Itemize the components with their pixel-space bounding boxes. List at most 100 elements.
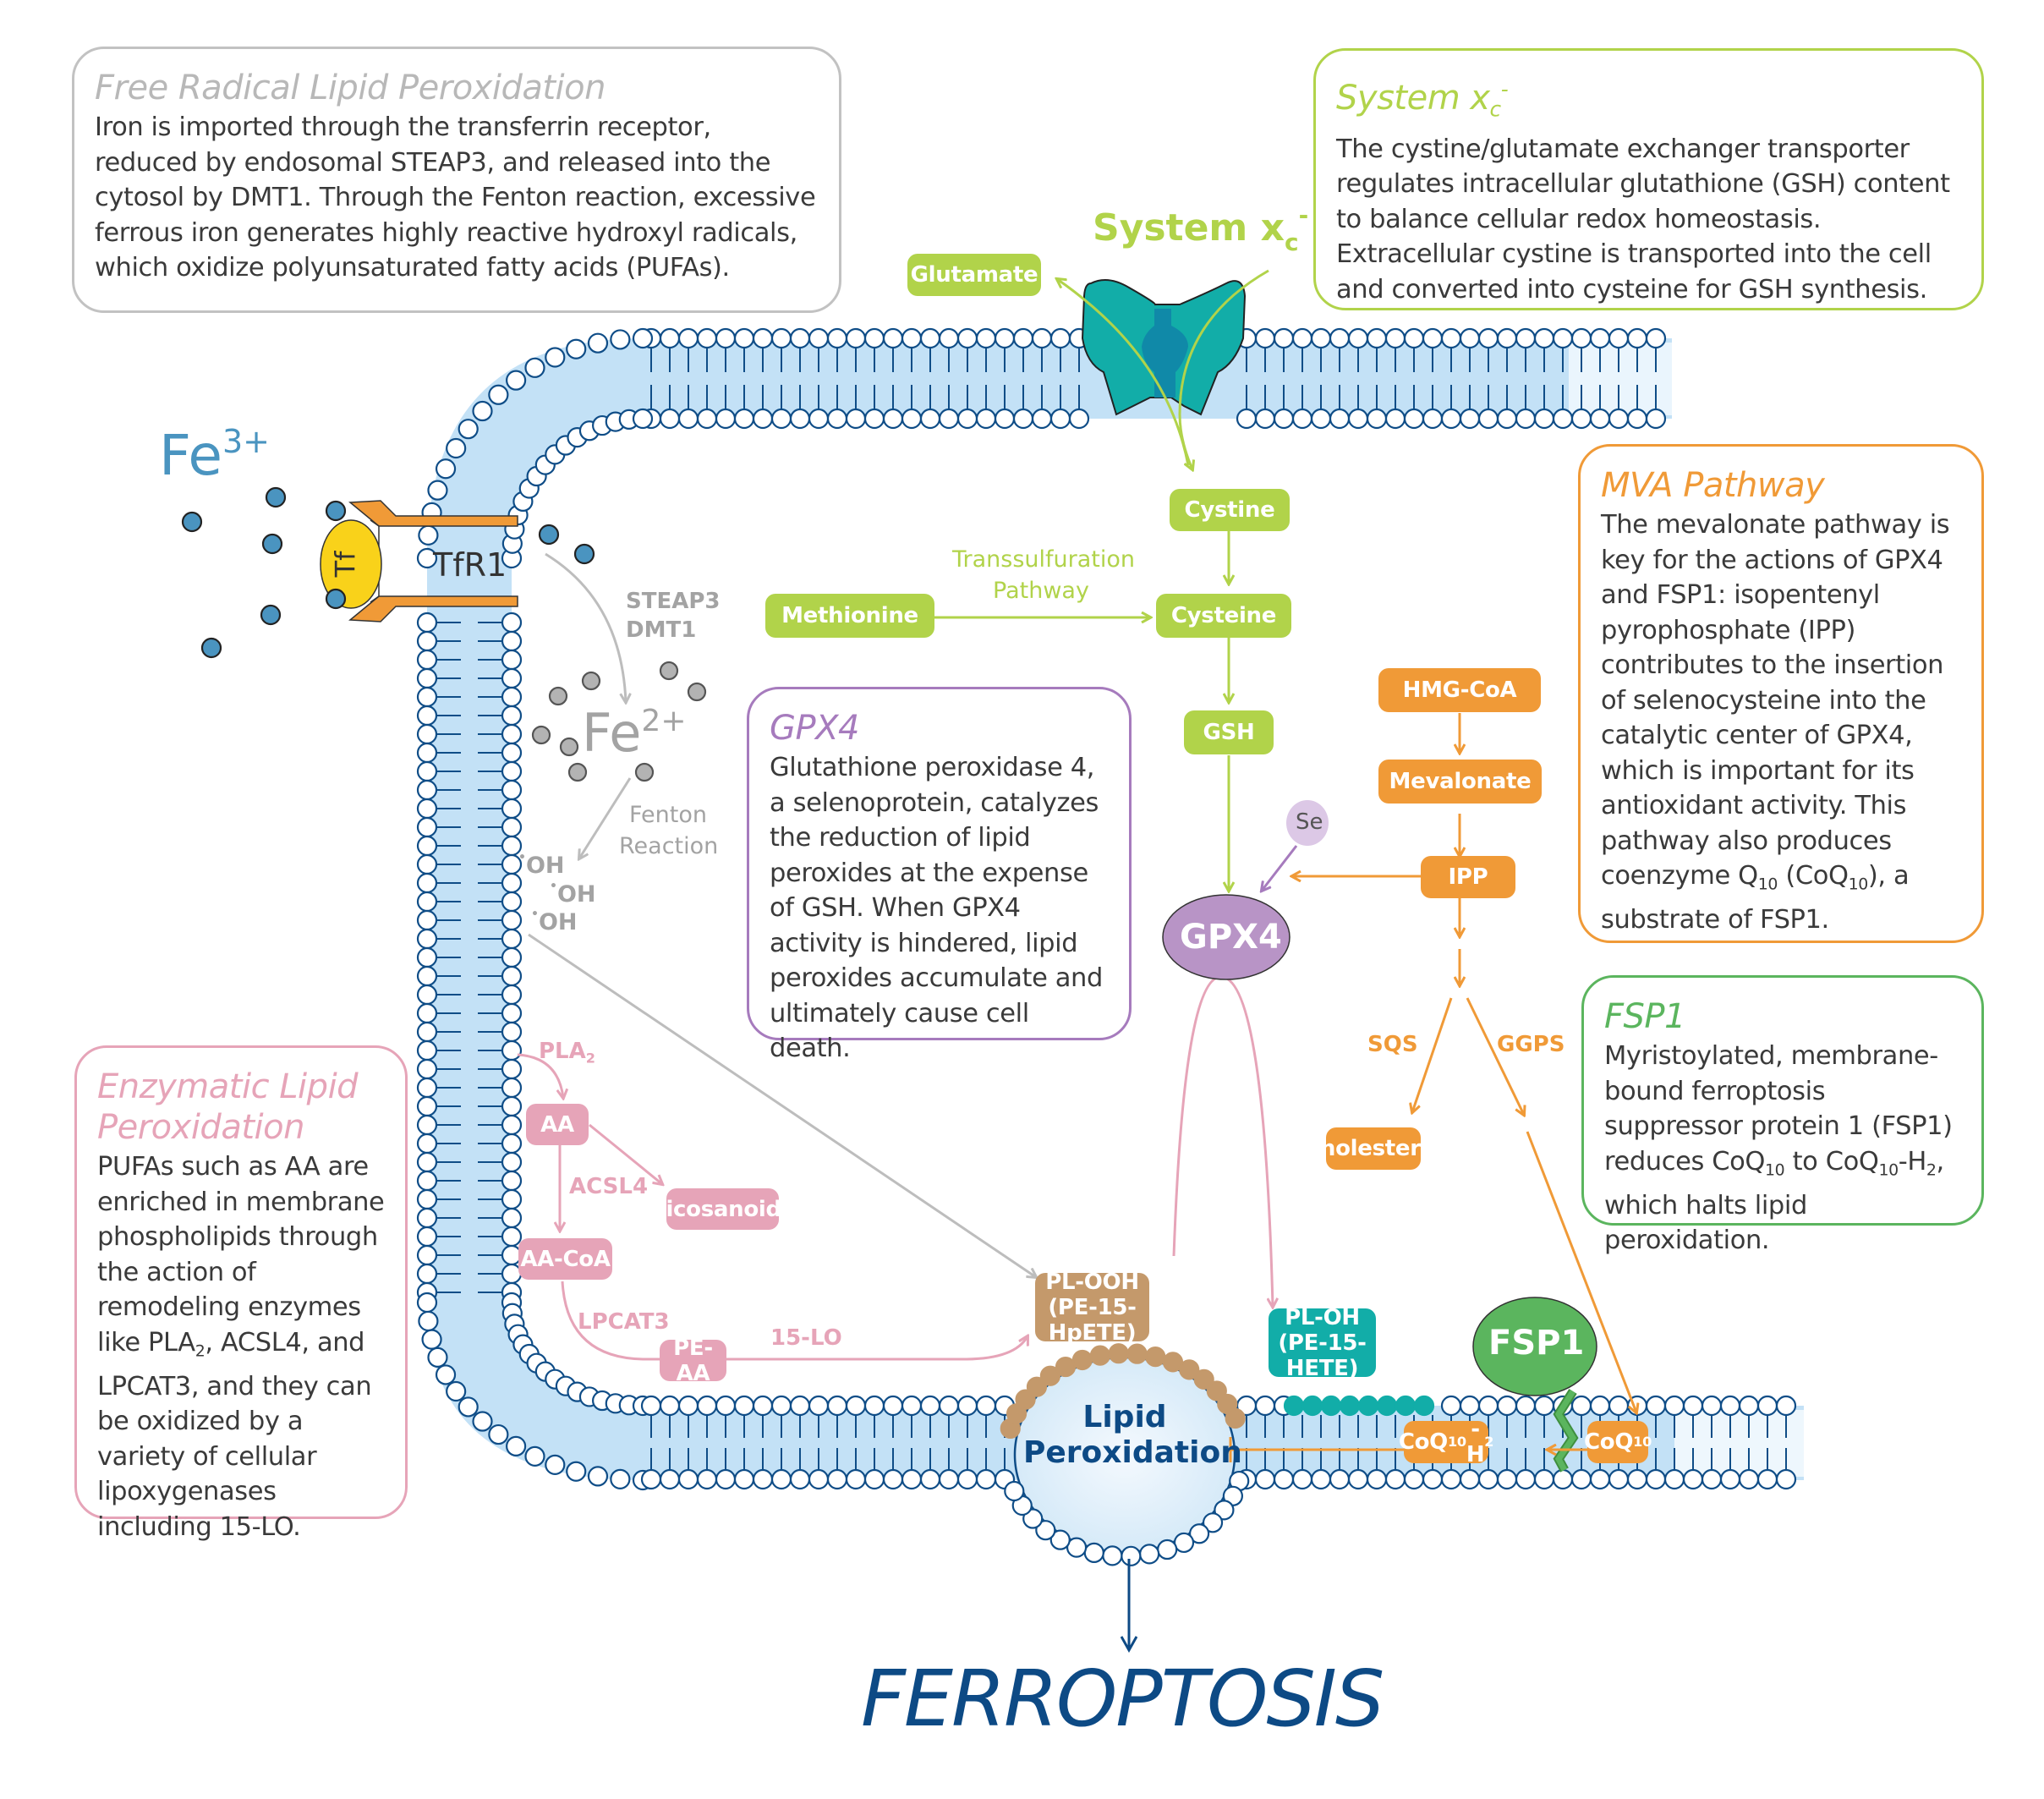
lipid-head bbox=[863, 1395, 885, 1417]
lipid-head bbox=[1291, 327, 1313, 349]
lipid-head bbox=[472, 1411, 493, 1432]
lipid-head bbox=[715, 408, 737, 430]
peaa-to-plooh-arrow bbox=[726, 1336, 1027, 1361]
lipid-head bbox=[416, 946, 438, 968]
lipid-head bbox=[1533, 327, 1555, 349]
lipid-head bbox=[435, 1364, 457, 1385]
lipid-head bbox=[1589, 327, 1611, 349]
gpx4-node-label: GPX4 bbox=[1180, 918, 1282, 957]
15-lo-label: 15-LO bbox=[770, 1325, 842, 1351]
lipid-head bbox=[1366, 408, 1388, 430]
ferric-iron-ion bbox=[260, 604, 282, 626]
cholesterol-node: Cholesterol bbox=[1304, 1127, 1443, 1170]
transsulfuration-label-1: Transsulfuration bbox=[952, 546, 1136, 573]
pl-oh-label: PL-OH bbox=[1285, 1304, 1360, 1330]
oxidized-lipid-head bbox=[1162, 1352, 1184, 1373]
lipid-head bbox=[416, 1058, 438, 1080]
lipid-head bbox=[1291, 1468, 1313, 1490]
lipid-head bbox=[1022, 1508, 1044, 1529]
system-xc-label-main: System x bbox=[1093, 206, 1285, 250]
coq10-main: CoQ bbox=[1584, 1429, 1634, 1455]
membrane-fade-top bbox=[1569, 343, 1672, 415]
lipid-head bbox=[808, 1468, 830, 1490]
reduced-lipid-head bbox=[1320, 1395, 1342, 1417]
lipid-head bbox=[752, 408, 774, 430]
reduced-lipid-head bbox=[1283, 1395, 1305, 1417]
lipid-head bbox=[1496, 408, 1518, 430]
enzymatic-body: PUFAs such as AA are enriched in membran… bbox=[97, 1149, 385, 1544]
lipid-head bbox=[501, 1226, 523, 1248]
gpx4-reduction-arrow bbox=[1172, 975, 1273, 1307]
lipid-head bbox=[938, 1395, 960, 1417]
lipid-head bbox=[416, 1207, 438, 1229]
lipid-head bbox=[416, 1095, 438, 1117]
ferric-iron-ion bbox=[261, 533, 283, 555]
lipid-head bbox=[1384, 1468, 1406, 1490]
fe3-symbol: Fe bbox=[159, 423, 222, 488]
ferrous-iron-ion bbox=[687, 682, 707, 702]
lipid-head bbox=[789, 1395, 811, 1417]
lipid-head bbox=[640, 1468, 662, 1490]
lipid-peroxidation-label: Lipid Peroxidation bbox=[1023, 1400, 1242, 1471]
methionine-node: Methionine bbox=[765, 594, 934, 638]
lipid-head bbox=[826, 327, 848, 349]
pe-15-hete-label: (PE-15-HETE) bbox=[1278, 1330, 1367, 1381]
coq10h2-sub2: 2 bbox=[1484, 1434, 1494, 1450]
hydroxyl-radical-2: •OH bbox=[550, 880, 596, 908]
lipid-head bbox=[1310, 327, 1332, 349]
lipid-peroxidation-bubble bbox=[1000, 1343, 1250, 1566]
pl-ooh-label: PL-OOH bbox=[1045, 1269, 1139, 1295]
oxidized-lipid-head bbox=[1179, 1359, 1200, 1380]
fe2-symbol: Fe bbox=[582, 702, 642, 764]
lipid-head bbox=[1701, 1395, 1723, 1417]
lipid-head bbox=[416, 1021, 438, 1043]
lipid-head bbox=[956, 1468, 978, 1490]
oxidized-lipid-head bbox=[1108, 1343, 1129, 1364]
ferric-iron-ion bbox=[265, 486, 287, 508]
lipid-head bbox=[1329, 408, 1351, 430]
system-xc-body: The cystine/glutamate exchanger transpor… bbox=[1336, 134, 1950, 304]
aa-coa-node: AA-CoA bbox=[518, 1238, 612, 1280]
lipid-head bbox=[416, 705, 438, 727]
lipid-head bbox=[659, 327, 681, 349]
lipid-head bbox=[566, 338, 587, 359]
lipid-head bbox=[882, 327, 904, 349]
lipid-head bbox=[610, 1468, 631, 1489]
bubble-lipid-heads bbox=[1004, 1470, 1250, 1566]
lipid-head bbox=[1496, 1468, 1518, 1490]
lipid-head bbox=[901, 1395, 923, 1417]
dmt1-label: DMT1 bbox=[626, 617, 697, 643]
gpx4-enzyme bbox=[1162, 894, 1291, 980]
lipid-head bbox=[501, 1114, 523, 1136]
lipid-head bbox=[938, 408, 960, 430]
lipid-head bbox=[632, 327, 654, 349]
lipid-head bbox=[845, 1468, 867, 1490]
mva-info-box: MVA Pathway The mevalonate pathway is ke… bbox=[1578, 444, 1984, 943]
lipid-head bbox=[416, 891, 438, 913]
fe3-charge: 3+ bbox=[222, 423, 270, 460]
lipid-head bbox=[501, 1095, 523, 1117]
oxidized-lipid-head bbox=[1055, 1356, 1077, 1378]
lipid-head bbox=[677, 1468, 699, 1490]
fe2-charge: 2+ bbox=[641, 704, 687, 738]
enzymatic-body-b: , ACSL4, and LPCAT3, and they can be oxi… bbox=[97, 1327, 372, 1542]
lipid-head bbox=[956, 327, 978, 349]
lipid-head bbox=[1608, 1468, 1630, 1490]
system-xc-title: System xc- bbox=[1336, 69, 1961, 130]
lipid-head bbox=[416, 1263, 438, 1285]
eicosanoids-node: Eicosanoids bbox=[651, 1188, 794, 1230]
lipid-head bbox=[1682, 1395, 1704, 1417]
enzymatic-info-box: Enzymatic Lipid Peroxidation PUFAs such … bbox=[74, 1045, 408, 1542]
oh-text: OH bbox=[556, 881, 596, 908]
system-xc-title-main: System x bbox=[1336, 78, 1490, 118]
lipid-head bbox=[901, 327, 923, 349]
lipid-head bbox=[1626, 1468, 1648, 1490]
lipid-head bbox=[845, 1395, 867, 1417]
lipid-head bbox=[632, 408, 654, 430]
lipid-head bbox=[1477, 327, 1499, 349]
lipid-head bbox=[1645, 408, 1667, 430]
coq10-sub: 10 bbox=[1633, 1434, 1652, 1450]
lipid-head bbox=[975, 327, 997, 349]
cell-membrane bbox=[416, 327, 1804, 1491]
lipid-head bbox=[1329, 327, 1351, 349]
